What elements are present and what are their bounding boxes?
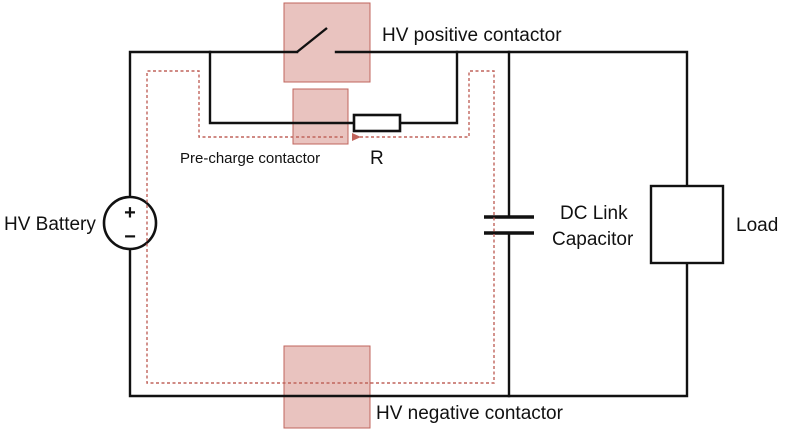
hv-negative-contactor-highlight: [283, 345, 371, 429]
precharge-contactor-label: Pre-charge contactor: [180, 150, 320, 167]
battery-label: HV Battery: [4, 214, 96, 235]
dc-link-capacitor-symbol: [484, 215, 534, 235]
hv-positive-contactor-label: HV positive contactor: [382, 25, 562, 46]
capacitor-label-line1: DC Link: [560, 203, 628, 224]
battery-symbol: + −: [102, 195, 158, 251]
precharge-current-path: [146, 70, 495, 384]
hv-positive-contactor-highlight: [283, 2, 371, 83]
precharge-contactor-highlight: [292, 88, 349, 145]
precharge-path-arrowhead: [352, 133, 361, 141]
hv-positive-contactor-switch: [296, 27, 328, 53]
load-label: Load: [736, 215, 778, 236]
battery-minus-sign: −: [124, 226, 136, 248]
battery-plus-sign: +: [124, 202, 136, 224]
circuit-wires: [128, 50, 689, 398]
resistor-label: R: [370, 148, 384, 169]
precharge-resistor: [352, 113, 402, 133]
hv-negative-contactor-label: HV negative contactor: [376, 403, 564, 424]
capacitor-label-line2: Capacitor: [552, 229, 634, 250]
load-box: [649, 184, 725, 265]
